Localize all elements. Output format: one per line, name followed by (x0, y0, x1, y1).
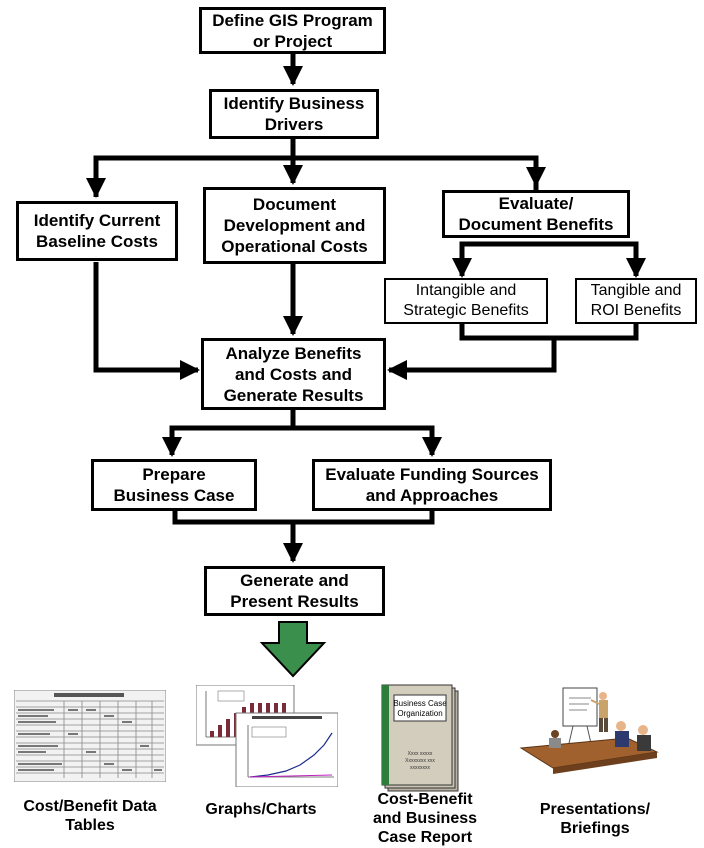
prepare-business-case-box: Prepare Business Case (91, 459, 257, 511)
evaluate-benefits-box: Evaluate/ Document Benefits (442, 190, 630, 238)
caption-business-case-report: Cost-Benefit and Business Case Report (372, 791, 478, 846)
svg-text:xxxxxxxx: xxxxxxxx (410, 765, 431, 771)
identify-drivers-box: Identify Business Drivers (209, 89, 379, 139)
svg-text:Xxxx xxxxx: Xxxx xxxxx (408, 751, 433, 757)
generate-results-box: Generate and Present Results (204, 566, 385, 616)
data-table-icon (14, 690, 166, 782)
analyze-results-box: Analyze Benefits and Costs and Generate … (201, 338, 386, 410)
baseline-costs-box: Identify Current Baseline Costs (16, 201, 178, 261)
funding-sources-box: Evaluate Funding Sources and Approaches (312, 459, 552, 511)
report-icon: Business Case Organization Xxxx xxxxx Xx… (381, 684, 459, 792)
dev-ops-costs-box: Document Development and Operational Cos… (203, 187, 386, 264)
svg-text:Organization: Organization (397, 709, 442, 718)
big-down-arrow (259, 621, 327, 678)
tangible-benefits-box: Tangible and ROI Benefits (575, 278, 697, 324)
caption-graphs-charts: Graphs/Charts (205, 801, 317, 818)
caption-presentations: Presentations/ Briefings (539, 801, 651, 837)
meeting-icon (519, 687, 659, 774)
define-program-box: Define GIS Program or Project (199, 7, 386, 54)
connector-paths (86, 52, 646, 563)
charts-icon (196, 685, 338, 787)
svg-text:Business Case: Business Case (393, 699, 447, 708)
intangible-benefits-box: Intangible and Strategic Benefits (384, 278, 548, 324)
svg-text:Xxxxxxxx xxx: Xxxxxxxx xxx (405, 758, 435, 764)
caption-data-tables: Cost/Benefit Data Tables (23, 798, 157, 834)
